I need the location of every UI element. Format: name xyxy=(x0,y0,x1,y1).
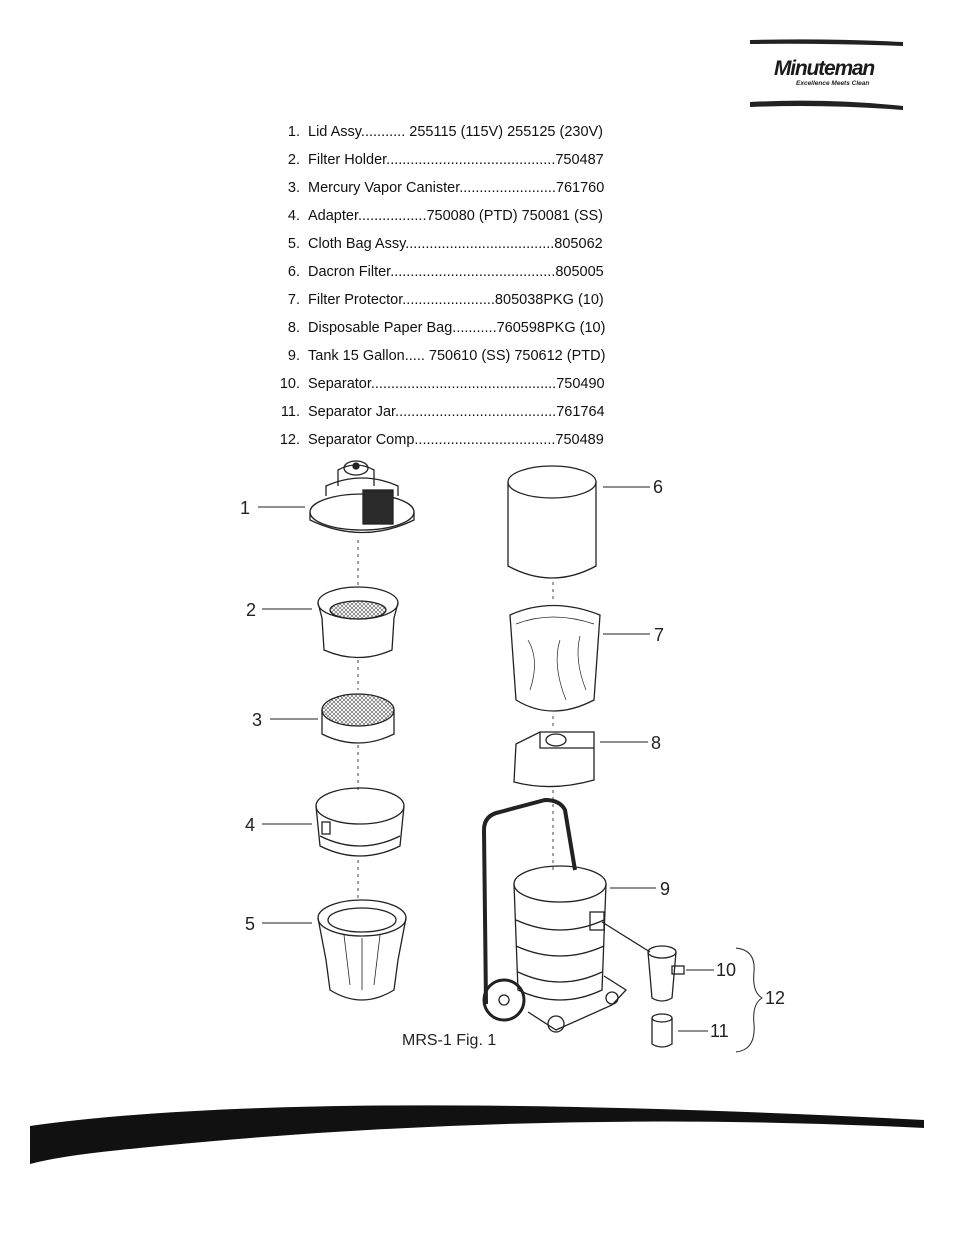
parts-list-item: 3.Mercury Vapor Canister................… xyxy=(287,180,605,196)
dacron-filter-drawing xyxy=(507,465,597,579)
callout-5: 5 xyxy=(245,914,255,934)
callout-1: 1 xyxy=(240,498,250,518)
parts-list-item: 2.Filter Holder.........................… xyxy=(287,152,604,168)
lid-assembly-drawing xyxy=(309,460,415,534)
callout-6: 6 xyxy=(653,477,663,497)
paper-bag-drawing xyxy=(513,731,595,788)
figure-caption: MRS-1 Fig. 1 xyxy=(402,1032,497,1049)
parts-list-item: 5.Cloth Bag Assy........................… xyxy=(287,236,603,252)
brand-name: Minuteman xyxy=(774,57,875,80)
callout-8: 8 xyxy=(651,733,661,753)
callout-11: 11 xyxy=(710,1021,729,1041)
tank-drawing xyxy=(481,797,628,1033)
parts-list-item: 6.Dacron Filter.........................… xyxy=(287,264,604,280)
footer-swoosh xyxy=(30,1105,924,1164)
callout-2: 2 xyxy=(246,600,256,620)
parts-list-item: 9.Tank 15 Gallon..... 750610 (SS) 750612… xyxy=(287,348,606,364)
parts-list-item: 10.Separator............................… xyxy=(279,376,605,392)
filter-protector-drawing xyxy=(509,604,601,712)
parts-list-item: 1.Lid Assy........... 255115 (115V) 2551… xyxy=(287,124,604,140)
callout-12: 12 xyxy=(765,988,785,1008)
filter-holder-drawing xyxy=(317,586,399,659)
brand-logo: Minuteman Excellence Meets Clean xyxy=(748,36,904,112)
leader-lines xyxy=(258,486,763,1053)
separator-drawing xyxy=(601,921,685,1048)
cloth-bag-assembly-drawing xyxy=(317,899,407,1001)
exploded-parts-diagram: 1 2 3 4 5 6 7 8 9 10 11 12 xyxy=(240,460,785,1053)
callout-3: 3 xyxy=(252,710,262,730)
mercury-vapor-canister-drawing xyxy=(321,693,395,744)
parts-list-item: 11.Separator Jar........................… xyxy=(280,404,605,420)
brand-tagline: Excellence Meets Clean xyxy=(796,80,870,87)
callout-10: 10 xyxy=(716,960,736,980)
callout-7: 7 xyxy=(654,625,664,645)
parts-list-item: 4.Adapter.................750080 (PTD) 7… xyxy=(287,208,603,224)
parts-list-item: 8.Disposable Paper Bag...........760598P… xyxy=(287,320,606,336)
parts-list-item: 7.Filter Protector......................… xyxy=(287,292,604,308)
logo-swooshes xyxy=(750,39,903,110)
callout-4: 4 xyxy=(245,815,255,835)
callout-9: 9 xyxy=(660,879,670,899)
parts-list-item: 12.Separator Comp.......................… xyxy=(279,432,604,448)
adapter-drawing xyxy=(315,787,405,857)
